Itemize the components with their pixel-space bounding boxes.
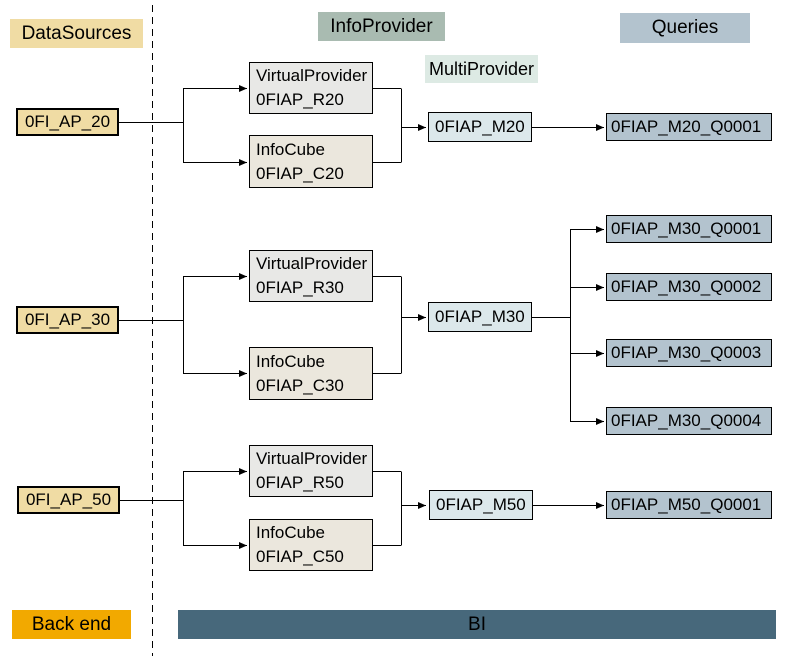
- provider-type-label: InfoCube: [256, 139, 325, 159]
- provider-name-label: 0FIAP_R20: [256, 90, 344, 109]
- datasource-node-0fi-ap-30: 0FI_AP_30: [16, 306, 119, 334]
- query-node-m30-q0002: 0FIAP_M30_Q0002: [606, 273, 772, 301]
- infocube-node-c20: InfoCube 0FIAP_C20: [249, 135, 373, 188]
- query-node-m30-q0003: 0FIAP_M30_Q0003: [606, 339, 772, 367]
- provider-name-label: 0FIAP_R50: [256, 473, 344, 492]
- multiprovider-node-m30: 0FIAP_M30: [428, 302, 532, 332]
- provider-type-label: VirtualProvider: [256, 449, 368, 468]
- queries-header: Queries: [620, 13, 750, 43]
- provider-type-label: InfoCube: [256, 351, 325, 371]
- provider-type-label: InfoCube: [256, 523, 325, 542]
- provider-name-label: 0FIAP_C50: [256, 547, 344, 566]
- provider-name-label: 0FIAP_C20: [256, 163, 344, 183]
- backend-zone-label: Back end: [12, 610, 131, 639]
- multiprovider-node-m20: 0FIAP_M20: [428, 112, 532, 142]
- virtualprovider-node-r30: VirtualProvider 0FIAP_R30: [249, 250, 373, 302]
- multiprovider-header: MultiProvider: [425, 55, 538, 83]
- datasources-header: DataSources: [10, 19, 143, 48]
- infoprovider-header: InfoProvider: [318, 12, 445, 41]
- provider-name-label: 0FIAP_C30: [256, 375, 344, 395]
- multiprovider-node-m50: 0FIAP_M50: [429, 490, 533, 520]
- query-node-m30-q0004: 0FIAP_M30_Q0004: [606, 407, 772, 435]
- infocube-node-c50: InfoCube 0FIAP_C50: [249, 519, 373, 571]
- datasource-node-0fi-ap-50: 0FI_AP_50: [17, 486, 120, 514]
- infocube-node-c30: InfoCube 0FIAP_C30: [249, 347, 373, 400]
- query-node-m50-q0001: 0FIAP_M50_Q0001: [606, 491, 772, 519]
- query-node-m20-q0001: 0FIAP_M20_Q0001: [606, 113, 772, 141]
- provider-type-label: VirtualProvider: [256, 254, 368, 273]
- query-node-m30-q0001: 0FIAP_M30_Q0001: [606, 215, 772, 243]
- datasource-node-0fi-ap-20: 0FI_AP_20: [16, 108, 119, 136]
- virtualprovider-node-r20: VirtualProvider 0FIAP_R20: [249, 62, 373, 114]
- provider-name-label: 0FIAP_R30: [256, 278, 344, 297]
- virtualprovider-node-r50: VirtualProvider 0FIAP_R50: [249, 445, 373, 497]
- provider-type-label: VirtualProvider: [256, 66, 368, 85]
- bi-zone-bar: BI: [178, 610, 776, 639]
